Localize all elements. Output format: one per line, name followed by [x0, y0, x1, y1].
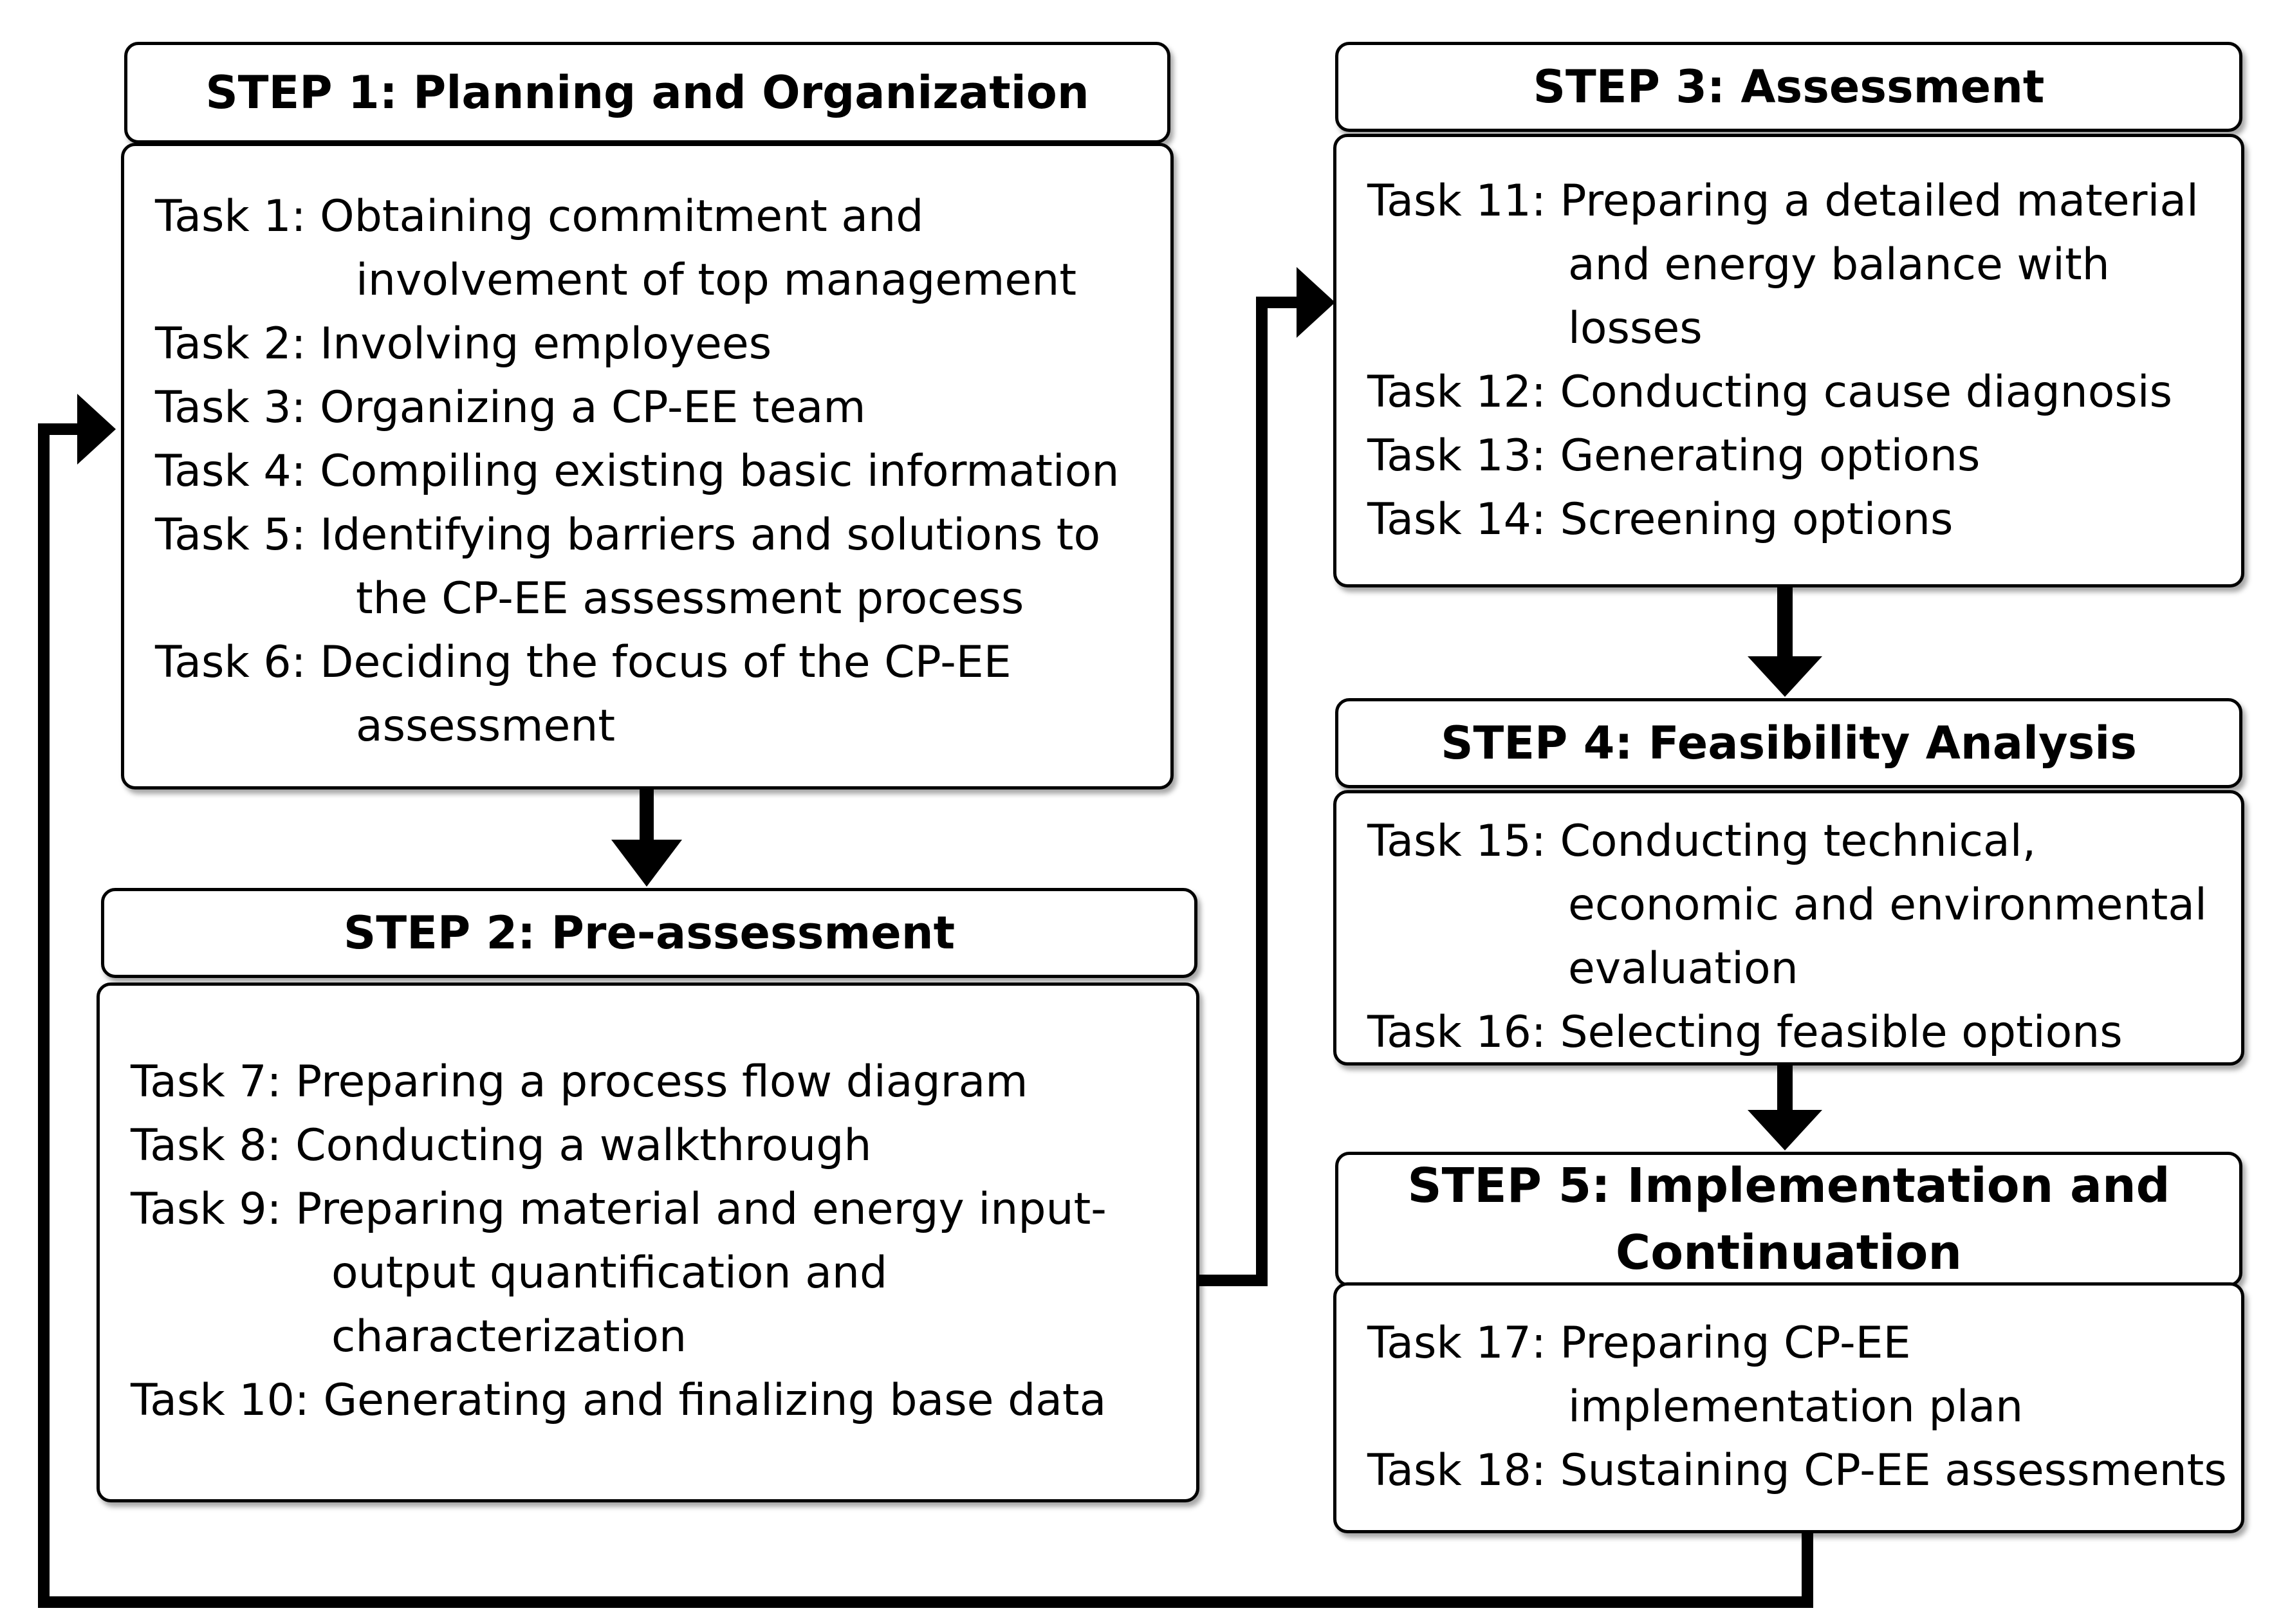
task-6-label: Task 6:: [155, 637, 306, 688]
task-11-text-line1: Preparing a detailed material: [1560, 176, 2199, 226]
task-15-text-line1: Conducting technical,: [1560, 816, 2036, 867]
task-1: Task 1: Obtaining commitment and involve…: [155, 185, 1158, 312]
task-12-label: Task 12:: [1367, 367, 1546, 418]
task-12: Task 12: Conducting cause diagnosis: [1367, 360, 2228, 424]
arrow-step1-to-step2: [611, 789, 682, 887]
task-1-label: Task 1:: [155, 191, 306, 242]
task-8-text: Conducting a walkthrough: [295, 1120, 872, 1171]
task-14-label: Task 14:: [1367, 494, 1546, 545]
task-2-text: Involving employees: [320, 318, 772, 369]
task-5: Task 5: Identifying barriers and solutio…: [155, 503, 1158, 631]
task-3: Task 3: Organizing a CP-EE team: [155, 376, 1158, 439]
task-3-text: Organizing a CP-EE team: [320, 382, 866, 433]
task-17-text-line2: implementation plan: [1568, 1381, 2024, 1432]
task-11-text-line2: and energy balance with: [1568, 239, 2110, 290]
task-2: Task 2: Involving employees: [155, 312, 1158, 376]
task-18-label: Task 18:: [1367, 1445, 1546, 1496]
arrow-step3-to-step4: [1748, 586, 1822, 697]
task-11-text-line3: losses: [1568, 303, 1703, 354]
task-16: Task 16: Selecting feasible options: [1367, 1001, 2228, 1064]
task-1-text-line1: Obtaining commitment and: [320, 191, 924, 242]
task-15-text-line3: evaluation: [1568, 943, 1798, 994]
task-13-text: Generating options: [1560, 430, 1981, 481]
task-9-text-line2: output quantification and: [331, 1248, 888, 1298]
task-16-label: Task 16:: [1367, 1007, 1546, 1058]
task-10-label: Task 10:: [131, 1375, 309, 1426]
task-14: Task 14: Screening options: [1367, 488, 2228, 551]
step4-title: STEP 4: Feasibility Analysis: [1441, 717, 2137, 770]
task-8: Task 8: Conducting a walkthrough: [131, 1114, 1183, 1177]
task-15-label: Task 15:: [1367, 816, 1546, 867]
task-11: Task 11: Preparing a detailed material a…: [1367, 169, 2228, 360]
task-4-label: Task 4:: [155, 446, 306, 497]
task-7-text: Preparing a process flow diagram: [295, 1057, 1028, 1107]
task-12-text: Conducting cause diagnosis: [1560, 367, 2173, 418]
task-7: Task 7: Preparing a process flow diagram: [131, 1050, 1183, 1114]
task-8-label: Task 8:: [131, 1120, 282, 1171]
task-6-text-line2: assessment: [356, 701, 616, 752]
step5-task-box: Task 17: Preparing CP-EE implementation …: [1333, 1282, 2244, 1533]
step5-header: STEP 5: Implementation and Continuation: [1335, 1152, 2242, 1287]
step1-header: STEP 1: Planning and Organization: [124, 42, 1170, 143]
task-1-text-line2: involvement of top management: [356, 255, 1076, 306]
task-9-label: Task 9:: [131, 1184, 282, 1235]
task-11-label: Task 11:: [1367, 176, 1546, 226]
arrow-step5-loop-to-step1: [38, 394, 1813, 1608]
step4-task-box: Task 15: Conducting technical, economic …: [1333, 790, 2244, 1066]
arrow-step4-to-step5: [1748, 1064, 1822, 1150]
task-3-label: Task 3:: [155, 382, 306, 433]
task-4-text: Compiling existing basic information: [320, 446, 1120, 497]
arrow-step2-to-step3: [1196, 267, 1335, 1286]
task-18-text: Sustaining CP-EE assessments: [1560, 1445, 2227, 1496]
step5-title-line2: Continuation: [1615, 1225, 1963, 1280]
task-9: Task 9: Preparing material and energy in…: [131, 1177, 1183, 1369]
step5-title-line1: STEP 5: Implementation and: [1407, 1158, 2170, 1213]
step4-header: STEP 4: Feasibility Analysis: [1335, 698, 2242, 788]
task-14-text: Screening options: [1560, 494, 1953, 545]
task-6-text-line1: Deciding the focus of the CP-EE: [320, 637, 1011, 688]
task-7-label: Task 7:: [131, 1057, 282, 1107]
task-18: Task 18: Sustaining CP-EE assessments: [1367, 1439, 2228, 1502]
task-9-text-line1: Preparing material and energy input-: [295, 1184, 1107, 1235]
step3-header: STEP 3: Assessment: [1335, 42, 2242, 132]
task-17-text-line1: Preparing CP-EE: [1560, 1318, 1911, 1369]
task-9-text-line3: characterization: [331, 1311, 687, 1362]
task-4: Task 4: Compiling existing basic informa…: [155, 439, 1158, 503]
step3-task-box: Task 11: Preparing a detailed material a…: [1333, 134, 2244, 587]
task-5-text-line1: Identifying barriers and solutions to: [320, 510, 1101, 560]
task-5-text-line2: the CP-EE assessment process: [356, 573, 1024, 624]
step2-header: STEP 2: Pre-assessment: [101, 888, 1197, 978]
task-17: Task 17: Preparing CP-EE implementation …: [1367, 1311, 2228, 1439]
step2-task-box: Task 7: Preparing a process flow diagram…: [97, 983, 1199, 1502]
task-10: Task 10: Generating and finalizing base …: [131, 1369, 1183, 1432]
task-6: Task 6: Deciding the focus of the CP-EE …: [155, 631, 1158, 758]
step3-title: STEP 3: Assessment: [1533, 60, 2045, 113]
task-15-text-line2: economic and environmental: [1568, 880, 2207, 930]
task-13-label: Task 13:: [1367, 430, 1546, 481]
task-10-text: Generating and finalizing base data: [323, 1375, 1107, 1426]
step2-title: STEP 2: Pre-assessment: [343, 907, 956, 959]
task-17-label: Task 17:: [1367, 1318, 1546, 1369]
task-5-label: Task 5:: [155, 510, 306, 560]
task-13: Task 13: Generating options: [1367, 424, 2228, 488]
step1-title: STEP 1: Planning and Organization: [205, 66, 1089, 119]
task-15: Task 15: Conducting technical, economic …: [1367, 809, 2228, 1001]
task-16-text: Selecting feasible options: [1560, 1007, 2123, 1058]
task-2-label: Task 2:: [155, 318, 306, 369]
step1-task-box: Task 1: Obtaining commitment and involve…: [121, 143, 1174, 789]
